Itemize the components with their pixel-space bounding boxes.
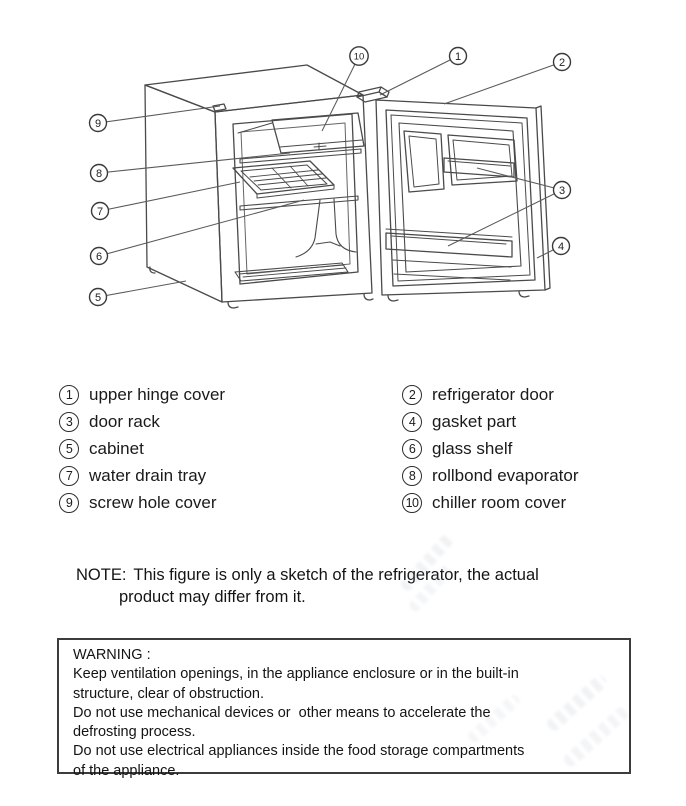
warning-line: structure, clear of obstruction. [73,685,264,702]
legend-item: 7 water drain tray [59,462,225,489]
refrigerator-sketch: 1 2 3 4 5 6 7 8 [88,46,572,309]
part-label: refrigerator door [432,385,554,405]
svg-text:7: 7 [97,206,103,218]
svg-text:8: 8 [96,168,102,180]
svg-text:3: 3 [559,185,565,197]
callout-6: 6 [89,246,109,266]
part-label: screw hole cover [89,492,217,512]
part-label: cabinet [89,438,144,458]
warning-line: defrosting process. [73,724,196,741]
part-label: door rack [89,412,160,432]
callout-7: 7 [90,201,110,221]
callout-line-8 [98,152,291,174]
part-number-badge: 7 [59,465,79,486]
callout-line-10 [321,55,360,132]
callout-4: 4 [551,236,571,256]
svg-text:10: 10 [354,52,365,63]
part-label: gasket part [432,412,517,432]
door-rack-upper-sketch [443,157,515,178]
warning-title: WARNING : [73,647,151,663]
callout-5: 5 [88,287,108,307]
callout-line-9 [97,105,221,124]
note-line-1-text: This figure is only a sketch of the refr… [133,566,539,584]
callout-3: 3 [552,180,572,200]
part-number-badge: 3 [59,412,79,433]
callout-8: 8 [89,163,109,183]
legend-column-left: 1 upper hinge cover 3 door rack 5 cabine… [59,382,225,516]
part-number-badge: 8 [402,465,422,486]
note-line-1: NOTE: This figure is only a sketch of the… [76,564,636,586]
note-line-2: product may differ from it. [119,588,306,606]
callout-leader-lines [97,55,563,298]
part-label: upper hinge cover [89,385,226,405]
legend-item: 8 rollbond evaporator [402,462,578,489]
upper-hinge-cover-sketch [356,86,390,103]
cabinet-sketch [144,64,374,309]
part-number-badge: 10 [402,492,422,513]
part-number-badge: 2 [402,385,422,406]
callout-line-2 [443,61,563,105]
callout-2: 2 [552,52,572,72]
legend-item: 3 door rack [59,409,225,436]
part-label: chiller room cover [432,492,567,512]
legend-item: 6 glass shelf [402,436,578,463]
part-label: rollbond evaporator [432,465,579,485]
door-rack-lower-sketch [385,228,513,258]
svg-text:9: 9 [95,118,101,130]
part-number-badge: 4 [402,412,422,433]
legend-item: 2 refrigerator door [402,382,578,409]
warning-line: Do not use electrical appliances inside … [73,743,525,760]
callout-line-3b [447,189,563,247]
screw-hole-cover-sketch [212,103,227,112]
part-label: glass shelf [432,438,513,458]
callout-1: 1 [448,46,468,66]
part-number-badge: 6 [402,438,422,459]
part-label: water drain tray [89,465,207,485]
water-drain-tray-sketch [232,160,335,199]
callout-line-7 [99,181,241,212]
legend-item: 9 screw hole cover [59,489,225,516]
warning-line: of the appliance. [73,762,180,779]
callout-line-1 [379,55,459,96]
warning-line: Do not use mechanical devices or other m… [73,704,491,721]
legend-item: 10 chiller room cover [402,489,578,516]
callout-10: 10 [349,46,369,66]
svg-text:4: 4 [558,241,564,253]
part-number-badge: 9 [59,492,79,513]
interior-duct-sketch [234,198,357,282]
note-label: NOTE: [76,566,127,584]
rollbond-evaporator-sketch [239,148,362,164]
svg-text:2: 2 [559,57,565,69]
legend-column-right: 2 refrigerator door 4 gasket part 6 glas… [402,382,578,516]
callout-line-6 [98,199,305,257]
svg-text:5: 5 [95,292,101,304]
part-number-badge: 5 [59,438,79,459]
callout-9: 9 [88,113,108,133]
svg-text:6: 6 [96,251,102,263]
refrigerator-door-sketch [375,99,551,302]
gasket-part-sketch [385,109,536,287]
part-number-badge: 1 [59,385,79,406]
warning-box: WARNING : Keep ventilation openings, in … [57,638,631,779]
callout-line-3a [476,167,563,191]
legend-item: 1 upper hinge cover [59,382,225,409]
note-text: NOTE: This figure is only a sketch of the… [76,564,636,608]
svg-text:1: 1 [455,51,461,63]
legend-item: 4 gasket part [402,409,578,436]
warning-line: Keep ventilation openings, in the applia… [73,666,519,683]
legend-item: 5 cabinet [59,436,225,463]
callout-line-5 [97,280,187,298]
